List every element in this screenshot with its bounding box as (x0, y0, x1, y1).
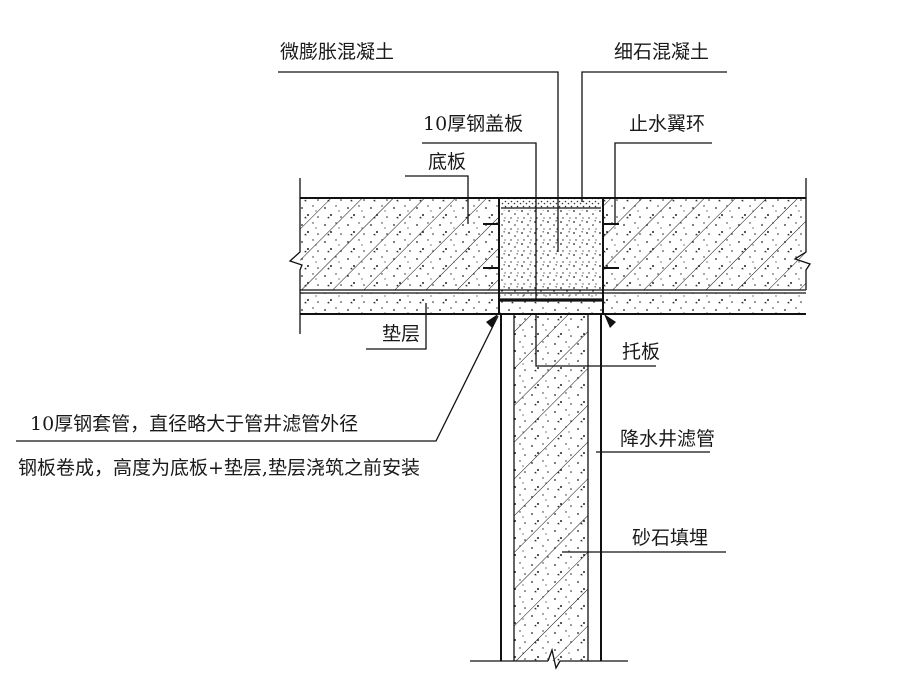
label-base-slab: 底板 (428, 151, 466, 173)
micro-expansion-concrete-fill (501, 210, 601, 297)
filter-pipe-gravel-fill (514, 314, 588, 661)
filter-pipe (470, 314, 628, 670)
water-stop-rings (483, 223, 619, 269)
label-cushion-layer: 垫层 (382, 323, 420, 345)
label-gravel-backfill: 砂石填埋 (632, 527, 708, 549)
label-micro-expansion-concrete: 微膨胀混凝土 (280, 41, 394, 63)
leader-lines (16, 71, 727, 553)
steel-casing (498, 198, 604, 314)
slab-outlines (288, 178, 812, 334)
support-plate-outline (535, 314, 656, 367)
label-steel-casing-line1: 10厚钢套管，直径略大于管井滤管外径 (30, 413, 358, 435)
base-slab-left (300, 198, 499, 290)
label-support-plate: 托板 (622, 341, 660, 363)
casing-bottom-arrows (486, 314, 616, 328)
label-dewatering-filter-pipe: 降水井滤管 (620, 428, 715, 450)
label-steel-cover-plate: 10厚钢盖板 (423, 113, 523, 135)
base-slab-right (603, 198, 806, 290)
label-fine-stone-concrete: 细石混凝土 (614, 41, 709, 63)
label-steel-casing-line2: 钢板卷成，高度为底板+垫层,垫层浇筑之前安装 (18, 457, 420, 479)
label-water-stop-ring: 止水翼环 (629, 113, 705, 135)
fine-stone-concrete-strip (501, 199, 601, 208)
